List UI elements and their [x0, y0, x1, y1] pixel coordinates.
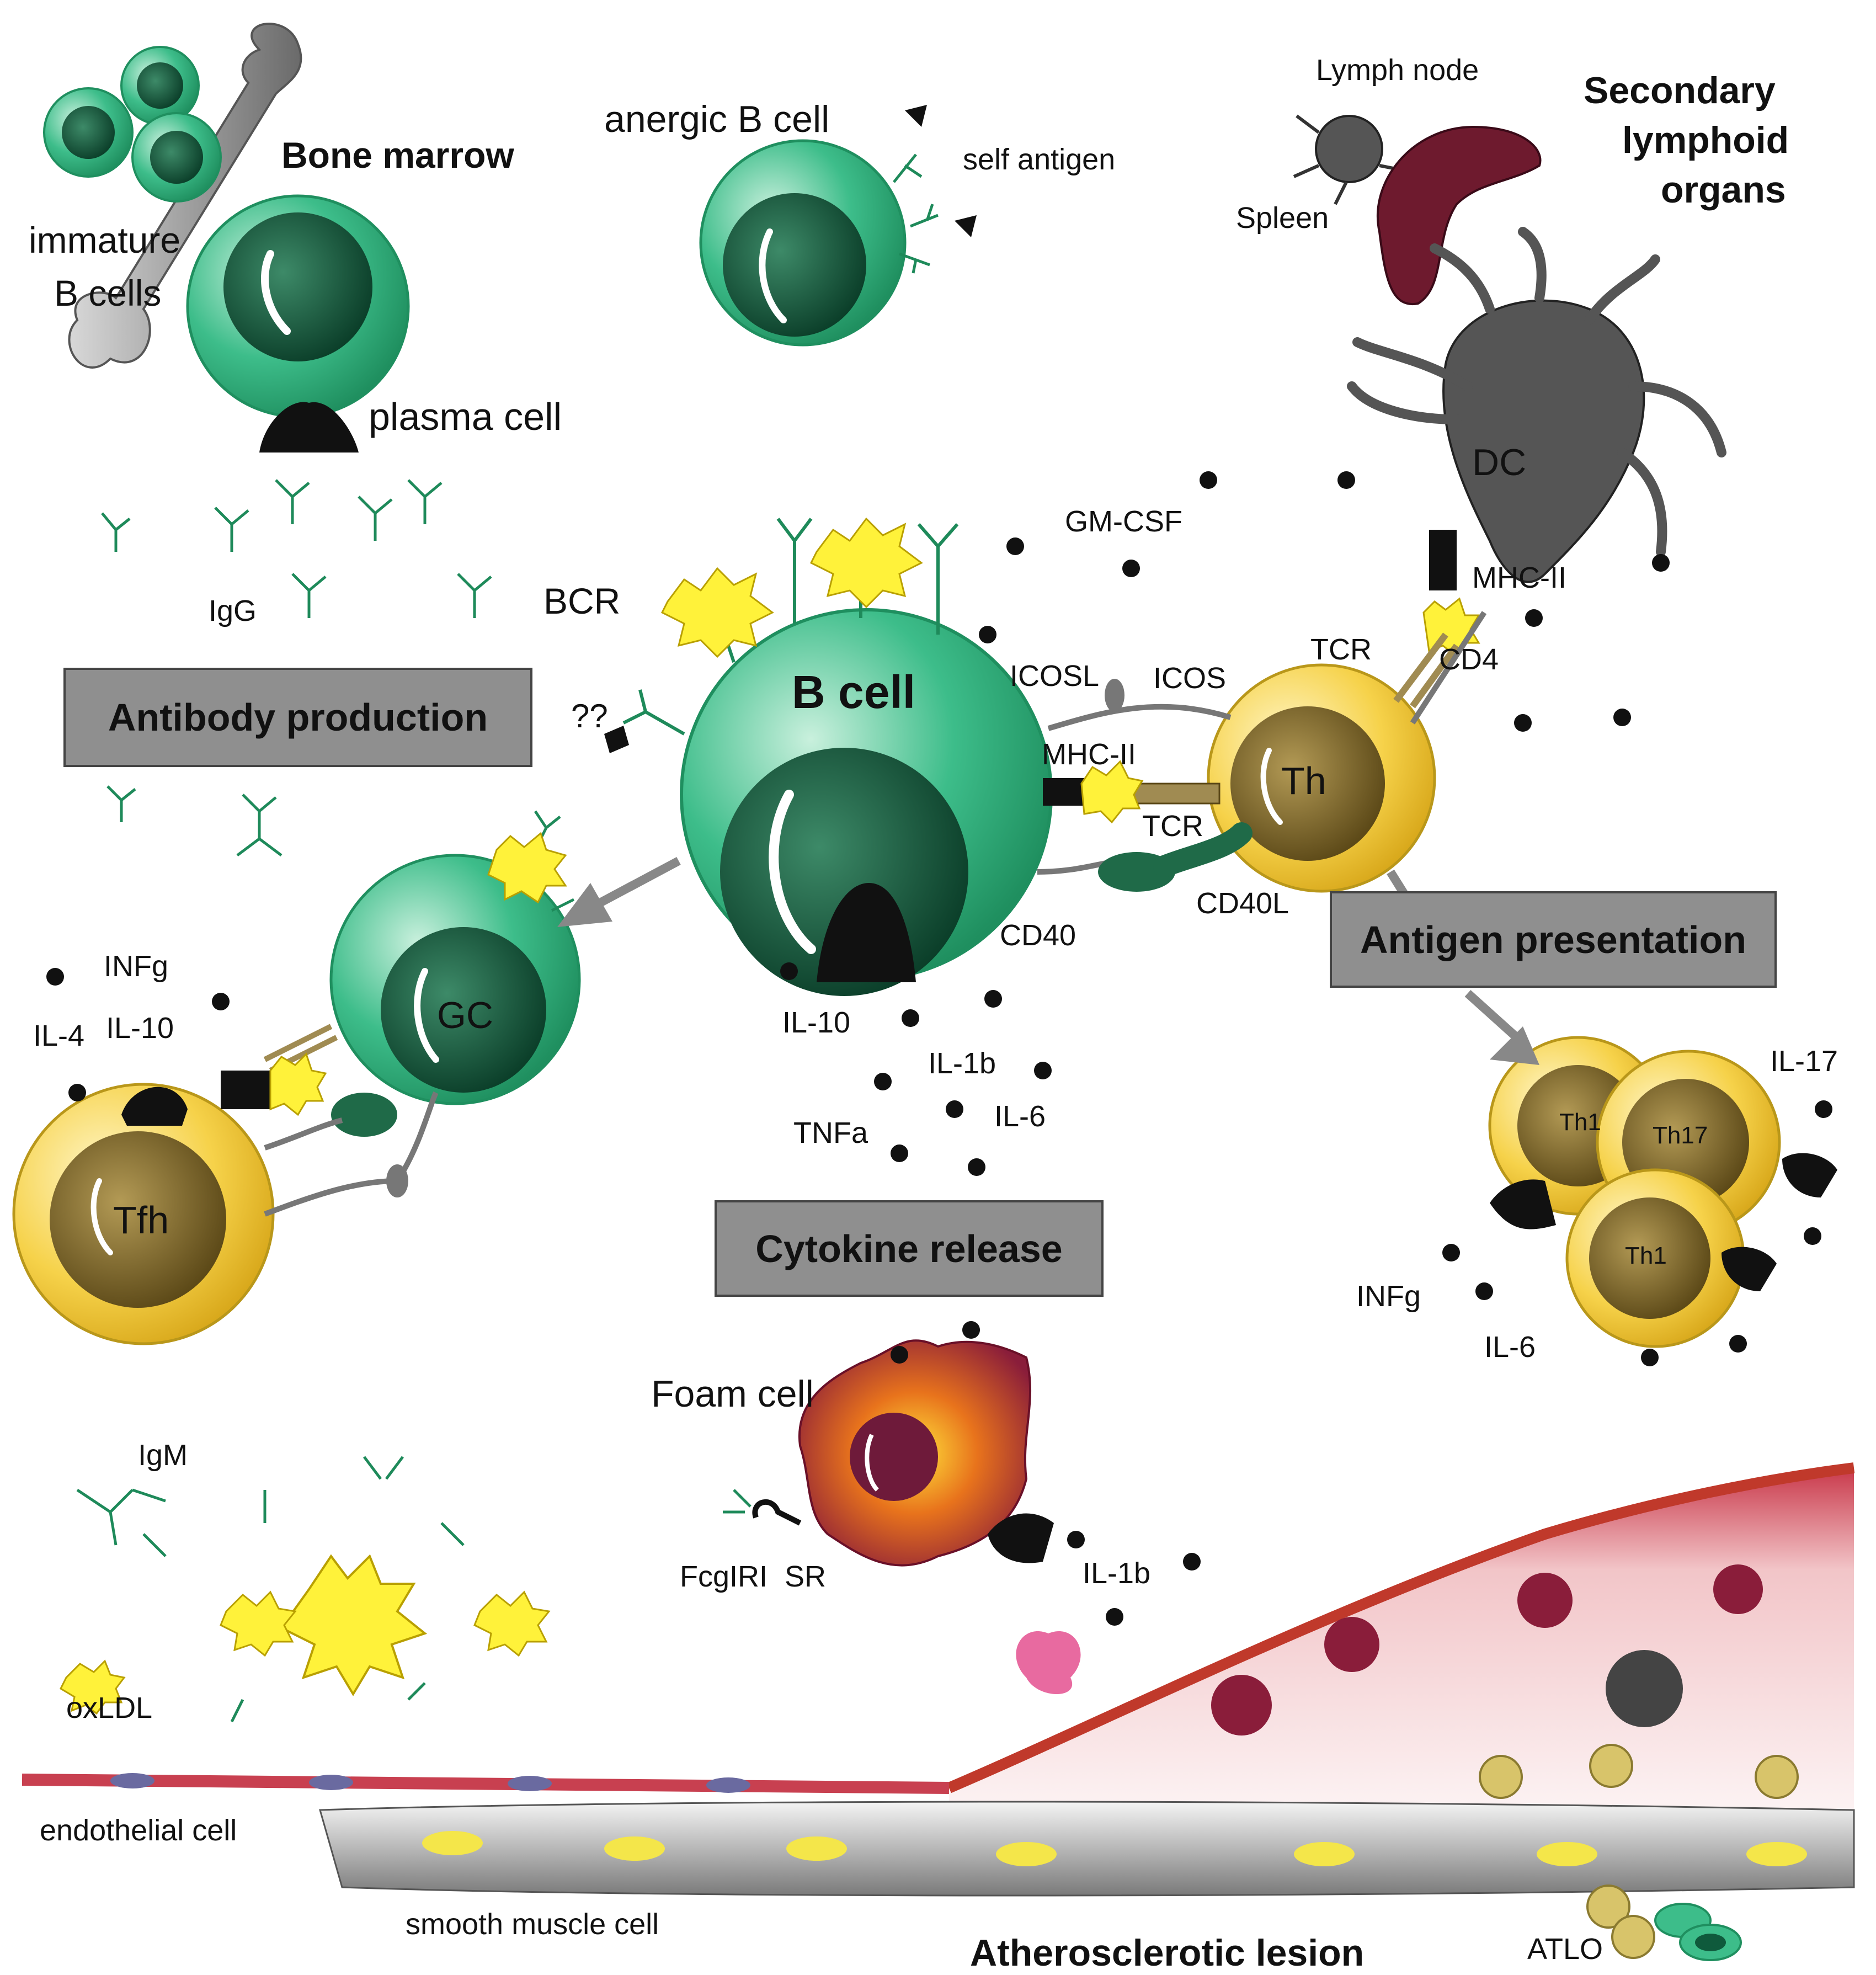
sr-label: SR: [785, 1560, 827, 1593]
antigen-presentation-box: Antigen presentation: [1330, 891, 1777, 988]
self-antigen-label: self antigen: [963, 143, 1116, 176]
b-cell-label: B cell: [792, 666, 916, 718]
dendritic-cell-icon: [1347, 227, 1726, 583]
atlo-cells-icon: [1586, 1884, 1742, 1961]
lymph-node-label: Lymph node: [1316, 54, 1479, 87]
il4-label: IL-4: [33, 1019, 85, 1052]
il1b-low-label: IL-1b: [1083, 1557, 1151, 1590]
th1-a-label: Th1: [1559, 1109, 1601, 1136]
b-th-synapse: [1037, 679, 1253, 892]
infg-left-label: INFg: [104, 950, 169, 983]
cytokine-dots: [46, 471, 1832, 1626]
spleen-icon: [1376, 125, 1542, 306]
immature-b-cells-label-line2: B cells: [54, 273, 162, 313]
igg-label: IgG: [209, 594, 257, 627]
antibody-production-box: Antibody production: [63, 668, 532, 767]
flow-arrows: [557, 856, 1539, 1065]
dc-th-synapse: [1393, 530, 1487, 725]
secondary-lymphoid-label-line3: organs: [1661, 169, 1786, 211]
cytokine-release-box: Cytokine release: [715, 1200, 1104, 1297]
th1-b-label: Th1: [1625, 1242, 1667, 1269]
th-cell-icon: [1207, 663, 1436, 893]
oxldl-label: oxLDL: [66, 1691, 153, 1724]
mhc-ii-dc-label: MHC-II: [1472, 561, 1566, 594]
immature-b-cells-label-line1: immature: [29, 220, 181, 260]
il6-right-label: IL-6: [1484, 1330, 1536, 1364]
secondary-lymphoid-label-line2: lymphoid: [1622, 119, 1789, 161]
il6-mid-label: IL-6: [994, 1100, 1046, 1133]
question-marks-label: ??: [571, 698, 608, 734]
smooth-muscle-cell-label: smooth muscle cell: [406, 1908, 659, 1941]
endothelial-cell-label: endothelial cell: [40, 1814, 237, 1847]
il10-mid-label: IL-10: [782, 1006, 851, 1039]
igg-antibodies-icon: [101, 479, 492, 856]
igm-oxldl-cluster-icon: [60, 1456, 551, 1723]
spleen-label: Spleen: [1236, 201, 1329, 235]
il1b-mid-label: IL-1b: [928, 1047, 996, 1080]
anergic-b-cell-label: anergic B cell: [604, 98, 830, 140]
bcr-label: BCR: [543, 581, 621, 621]
igm-label: IgM: [138, 1439, 188, 1472]
infg-right-label: INFg: [1356, 1280, 1421, 1313]
gc-label: GC: [437, 994, 493, 1036]
fcgri-label: FcgIRI: [680, 1560, 768, 1593]
lymph-node-icon: [1293, 114, 1408, 205]
anergic-b-cell-icon: [699, 105, 977, 347]
gc-tfh-synapse: [221, 1024, 439, 1217]
atherosclerotic-lesion-label: Atherosclerotic lesion: [970, 1932, 1365, 1974]
icosl-label: ICOSL: [1010, 659, 1100, 693]
icos-label: ICOS: [1153, 662, 1227, 695]
bcr-antigen-icons: [604, 517, 923, 753]
atlo-label: ATLO: [1527, 1933, 1603, 1966]
plasma-cell-icon: [186, 194, 410, 453]
th1-th17-cluster-icon: [1488, 1036, 1837, 1348]
secondary-lymphoid-label-line1: Secondary: [1584, 70, 1776, 111]
foam-cell-icon: [723, 1339, 1054, 1567]
tcr-mid-label: TCR: [1142, 810, 1203, 843]
immature-b-cells: [43, 46, 222, 203]
th17-label: Th17: [1653, 1122, 1708, 1149]
il10-left-label: IL-10: [106, 1012, 174, 1045]
plasma-cell-label: plasma cell: [369, 395, 562, 438]
bone-marrow-label: Bone marrow: [281, 135, 514, 175]
th-label: Th: [1281, 759, 1326, 802]
gc-b-cell-icon: [329, 810, 581, 1105]
il17-label: IL-17: [1770, 1045, 1838, 1078]
tfh-label: Tfh: [113, 1199, 169, 1242]
cd4-label: CD4: [1439, 643, 1499, 676]
tfh-cell-icon: [12, 1083, 275, 1345]
cd40l-label: CD40L: [1196, 887, 1289, 920]
cd40-label: CD40: [1000, 919, 1076, 952]
mhc-ii-b-label: MHC-II: [1042, 738, 1136, 771]
foam-cell-label: Foam cell: [651, 1373, 814, 1415]
tcr-top-label: TCR: [1310, 633, 1372, 666]
dc-label: DC: [1472, 441, 1527, 483]
gm-csf-label: GM-CSF: [1065, 505, 1182, 538]
atherosclerotic-lesion-icon: [22, 1462, 1855, 1897]
tnfa-label: TNFa: [793, 1116, 868, 1149]
